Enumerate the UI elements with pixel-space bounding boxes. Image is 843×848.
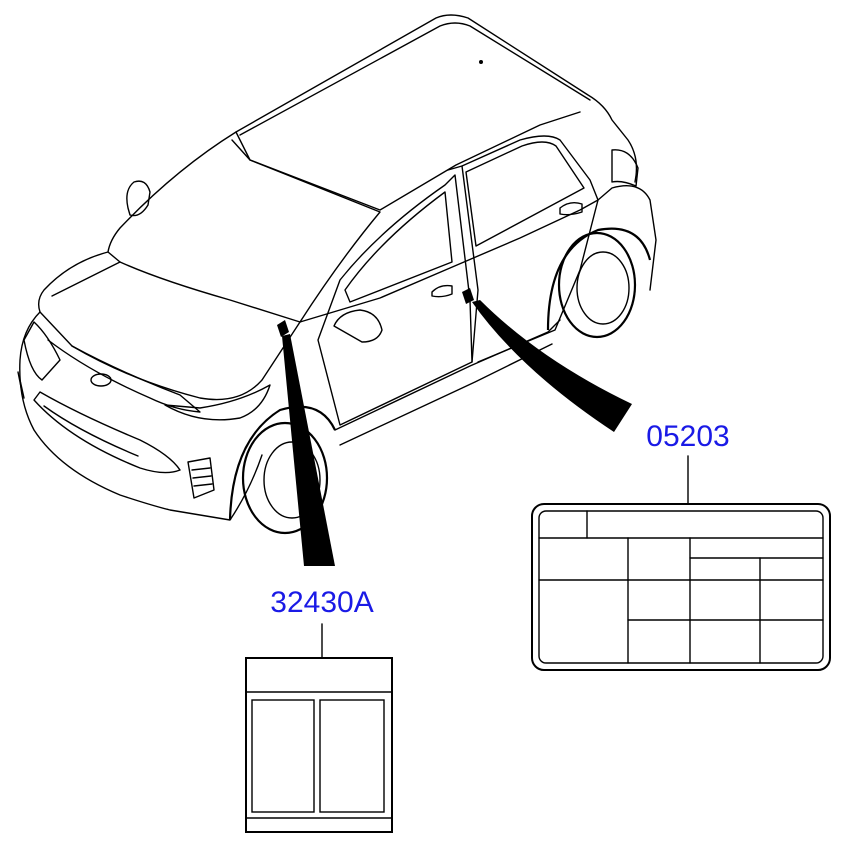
- roof-rail: [239, 22, 591, 136]
- side-sill: [334, 319, 561, 431]
- label-32430A-panel-left: [251, 699, 315, 813]
- lower-grille-inner: [43, 405, 139, 457]
- rear-quarter: [597, 185, 657, 291]
- rear-door-handle: [559, 201, 583, 216]
- label-05203-outer: [531, 503, 831, 671]
- label-05203-inner: [538, 510, 824, 664]
- part-number-32430A[interactable]: 32430A: [270, 586, 373, 619]
- label-32430A-panel-right: [319, 699, 385, 813]
- label-32430A-outline: [245, 657, 393, 833]
- fog-lamp-slats: [191, 467, 213, 487]
- brand-emblem-icon: [90, 373, 112, 387]
- rear-tire: [557, 231, 637, 339]
- antenna-icon: [479, 60, 483, 64]
- headlight-right: [164, 384, 271, 421]
- callout-pillar-label: [462, 288, 632, 432]
- tail-light: [611, 149, 639, 187]
- lower-grille: [33, 391, 181, 474]
- rear-door: [461, 135, 599, 363]
- hood-label-leader: [282, 334, 335, 566]
- car-illustration: [17, 14, 657, 535]
- roof-inner-line: [231, 111, 581, 211]
- right-mirror: [333, 309, 383, 343]
- grille-upper: [47, 339, 201, 413]
- pillar-label-marker: [462, 288, 474, 304]
- front-door: [317, 174, 473, 426]
- headlight-left: [23, 321, 61, 381]
- callout-hood-label: [277, 320, 335, 566]
- front-wheel-arch: [228, 405, 336, 521]
- windshield: [107, 131, 381, 323]
- front-bumper: [19, 311, 263, 521]
- front-window: [344, 191, 453, 303]
- bumper-edge: [17, 371, 25, 399]
- front-door-handle: [431, 284, 453, 298]
- rear-wheel-arch: [546, 227, 652, 331]
- label-05203-drawing: [531, 455, 831, 671]
- front-tire: [241, 421, 329, 535]
- label-32430A-drawing: [245, 623, 393, 833]
- roof-outline: [235, 14, 638, 183]
- left-mirror: [126, 180, 151, 217]
- pillar-label-leader: [472, 300, 632, 432]
- rear-wheel-rim: [576, 251, 630, 325]
- hood-label-marker: [277, 320, 289, 337]
- b-pillar: [447, 165, 479, 363]
- fog-lamp: [187, 457, 215, 499]
- beltline: [299, 199, 599, 323]
- rear-window: [465, 141, 585, 247]
- front-wheel-rim: [263, 441, 321, 519]
- side-sill-lower: [339, 343, 553, 446]
- part-number-05203[interactable]: 05203: [646, 420, 729, 453]
- hood: [37, 251, 301, 401]
- hood-crease: [51, 261, 121, 297]
